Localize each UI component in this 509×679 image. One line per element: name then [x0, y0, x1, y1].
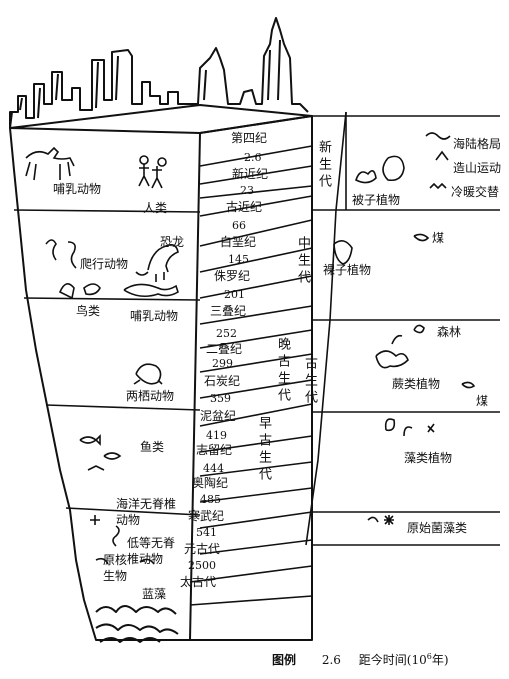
caption-label: 图例	[272, 653, 297, 667]
period-boundary: 485	[200, 493, 221, 506]
coal-sketch	[413, 233, 476, 389]
period-boundary: 2.6	[244, 151, 262, 164]
horse-sketch	[25, 146, 75, 181]
label-coal-paleo: 煤	[476, 394, 489, 408]
period-name: 新近纪	[232, 167, 269, 181]
period-name: 寒武纪	[188, 509, 225, 523]
label-lower-invertebrates: 低等无脊椎动物	[127, 536, 176, 566]
label-birds: 鸟类	[76, 304, 101, 318]
fern-sketch	[375, 334, 409, 369]
angiosperm-sketch	[355, 155, 405, 184]
time-boundaries	[189, 145, 313, 606]
reptile-sketch	[45, 239, 77, 269]
period-name: 泥盆纪	[200, 409, 237, 423]
label-algae: 藻类植物	[404, 451, 453, 465]
block-left-face	[9, 127, 201, 641]
era-late-paleozoic: 晚古生代	[275, 337, 290, 405]
period-name: 太古代	[180, 575, 217, 589]
fish-sketch	[79, 434, 122, 471]
label-gymnosperms: 裸子植物	[323, 263, 372, 277]
figure-caption: 图例 2.6 距今时间(106年)	[272, 651, 449, 668]
label-orogeny: 造山运动	[453, 161, 502, 175]
gymnosperm-sketch	[333, 240, 353, 265]
extension-lines	[312, 115, 500, 546]
city-skyline	[9, 17, 309, 128]
label-fish: 鱼类	[140, 440, 165, 454]
era-paleozoic: 古生代	[302, 356, 317, 407]
primitive-algae-sketch	[367, 515, 394, 525]
period-name: 二叠纪	[206, 342, 243, 356]
human-heads	[139, 155, 149, 165]
label-amphibians: 两栖动物	[126, 389, 175, 403]
period-name: 第四纪	[231, 131, 268, 145]
label-mammals-top: 哺乳动物	[53, 182, 102, 196]
period-name: 侏罗纪	[214, 269, 251, 283]
rubble	[95, 605, 179, 643]
period-name: 石炭纪	[204, 374, 241, 388]
block-top	[9, 104, 313, 134]
period-boundary: 419	[206, 429, 227, 442]
period-boundary: 444	[203, 462, 224, 475]
period-boundary: 201	[224, 288, 245, 301]
label-forest: 森林	[437, 325, 462, 339]
label-land-sea: 海陆格局	[453, 137, 502, 151]
caption-axis-text: 距今时间(106年)	[358, 652, 449, 667]
label-primitive-algae: 原始菌藻类	[407, 521, 468, 535]
frog-sketch	[133, 363, 163, 385]
period-boundary: 252	[216, 327, 237, 340]
label-coal-meso: 煤	[432, 231, 445, 245]
label-cyanobacteria: 蓝藻	[142, 587, 167, 601]
label-marine-invertebrates: 海洋无脊椎动物	[116, 497, 177, 527]
label-climate: 冷暖交替	[451, 185, 500, 199]
period-boundary: 66	[232, 219, 246, 232]
period-boundary: 2500	[188, 559, 216, 572]
period-name: 三叠纪	[210, 304, 247, 318]
period-boundary: 23	[240, 184, 254, 197]
block-right-face	[190, 115, 313, 641]
era-early-paleozoic: 早古生代	[256, 416, 271, 484]
label-ferns: 蕨类植物	[392, 377, 441, 391]
dinosaur-sketch	[135, 244, 179, 282]
period-boundary: 299	[212, 357, 233, 370]
caption-number: 2.6	[321, 653, 341, 667]
mammal-meso-sketch	[123, 283, 179, 298]
algae-sketch	[384, 418, 435, 437]
period-name: 元古代	[184, 542, 221, 556]
period-boundary: 145	[228, 253, 249, 266]
period-name: 白垩纪	[220, 235, 257, 249]
forest-sketch	[413, 324, 425, 334]
period-name: 古近纪	[226, 200, 263, 214]
label-humans: 人类	[143, 201, 168, 215]
bird-sketch	[58, 283, 101, 300]
period-name: 志留纪	[196, 443, 233, 457]
label-prokaryotes: 原核生物	[103, 553, 128, 583]
label-dinosaur: 恐龙	[160, 235, 185, 249]
period-boundary: 359	[210, 392, 231, 405]
period-name: 奥陶纪	[192, 476, 229, 490]
label-mammals-meso: 哺乳动物	[130, 309, 179, 323]
era-mesozoic: 中生代	[295, 236, 310, 287]
label-angiosperms: 被子植物	[352, 193, 401, 207]
invertebrate-sketch	[90, 515, 155, 565]
label-reptiles: 爬行动物	[80, 257, 129, 271]
climate-sketch	[425, 132, 451, 190]
era-cenozoic: 新生代	[316, 140, 331, 191]
period-boundary: 541	[196, 526, 217, 539]
